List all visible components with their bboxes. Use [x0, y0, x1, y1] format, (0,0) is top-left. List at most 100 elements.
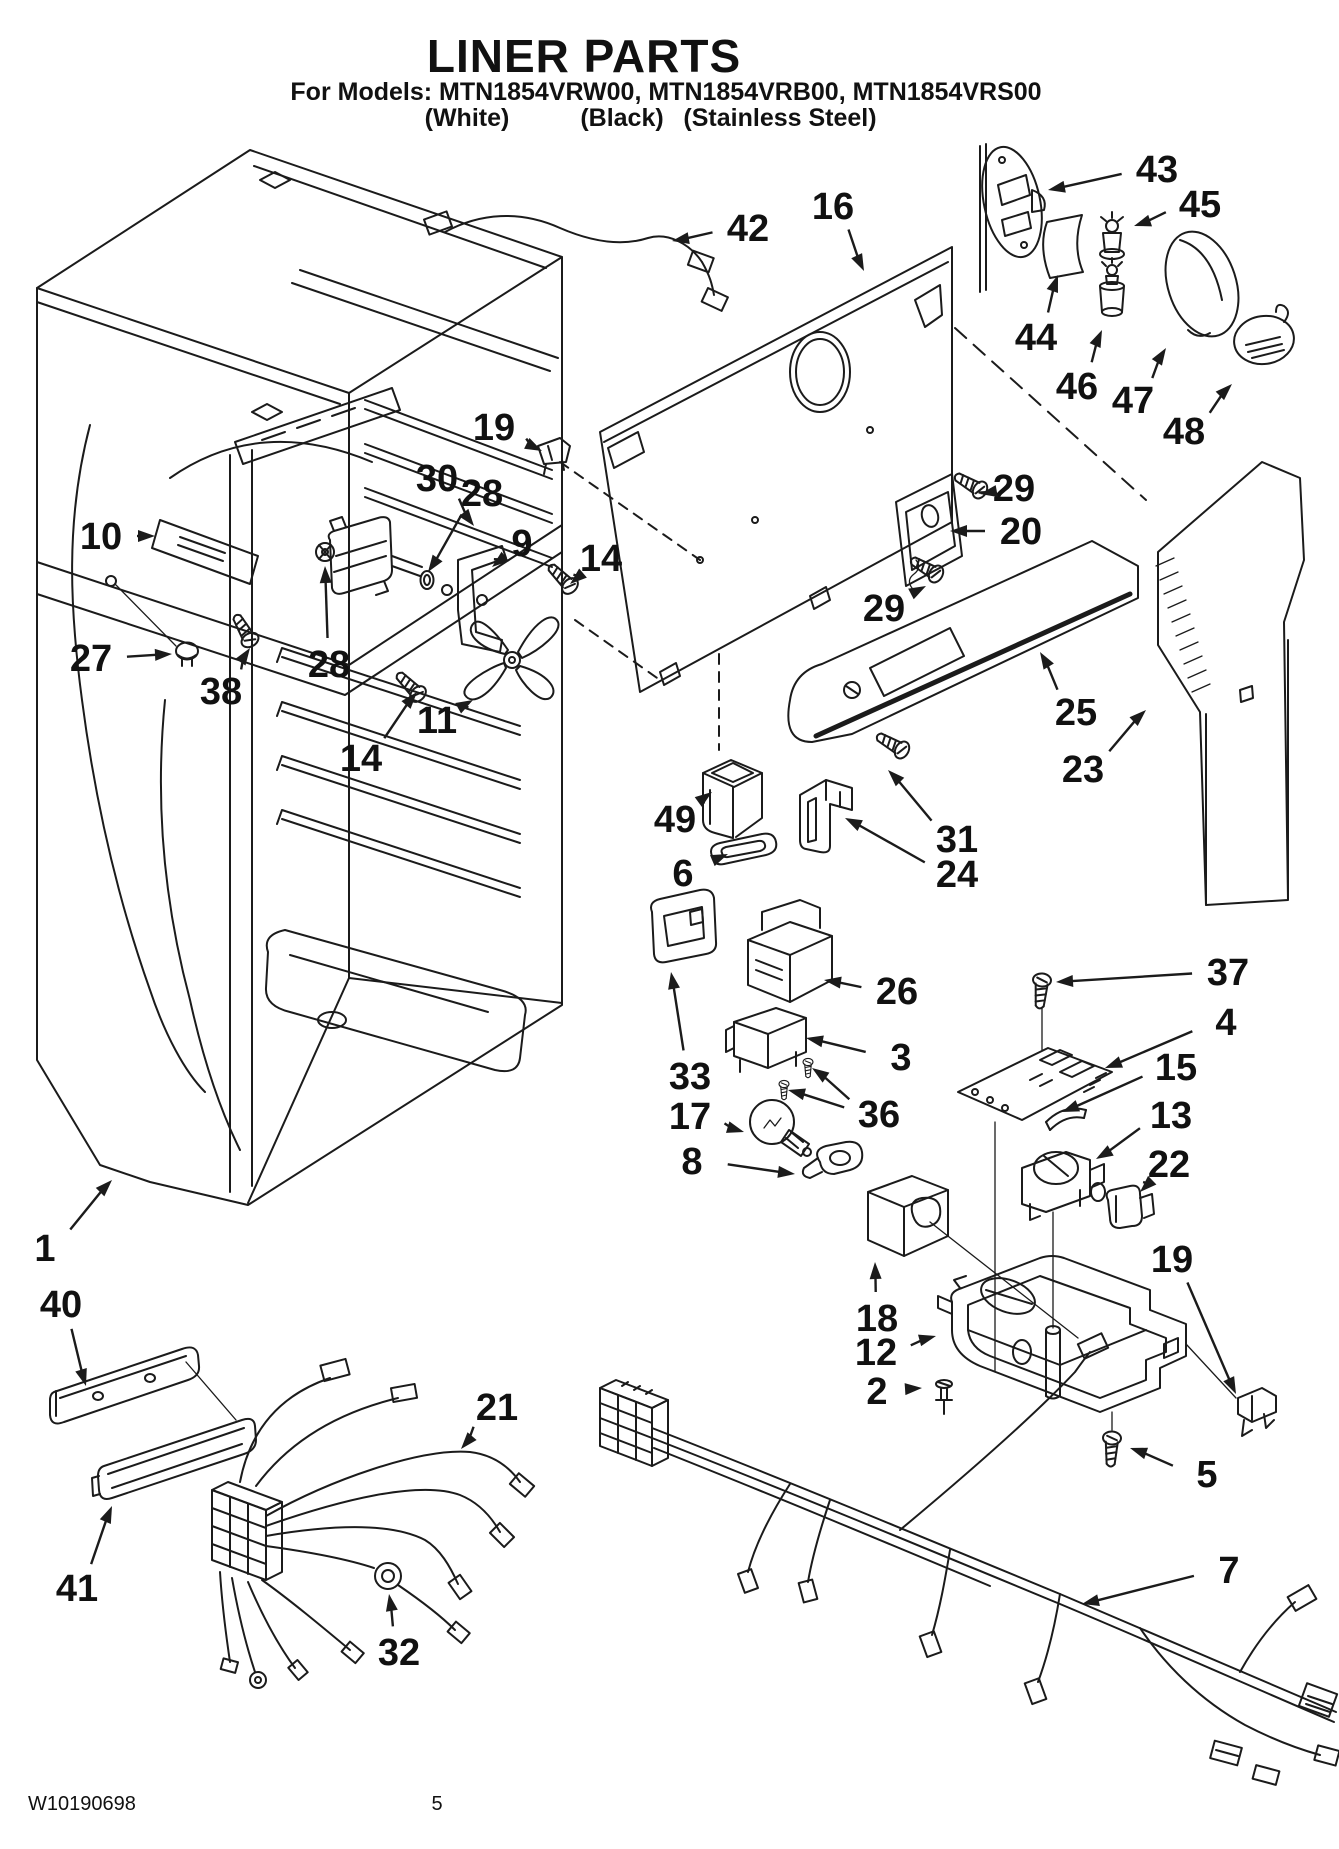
- callout-number: 9: [511, 523, 532, 565]
- callout-number: 47: [1112, 380, 1154, 422]
- callout-14: 14: [340, 692, 417, 780]
- callout-number: 19: [473, 407, 515, 449]
- callout-leader-line: [126, 653, 161, 658]
- crisper-pan: [264, 929, 527, 1073]
- ice-guide-49: [702, 759, 763, 839]
- callout-number: 46: [1056, 366, 1098, 408]
- callout-29: 29: [863, 586, 926, 630]
- callout-arrowhead-icon: [570, 568, 587, 584]
- callout-arrowhead-icon: [694, 792, 712, 807]
- plug-cap-27: [175, 641, 199, 667]
- page-title: LINER PARTS: [427, 30, 741, 82]
- callout-7: 7: [1082, 1550, 1240, 1607]
- callout-arrowhead-icon: [869, 1262, 882, 1280]
- callout-number: 7: [1218, 1550, 1239, 1592]
- callout-45: 45: [1134, 184, 1221, 227]
- callout-leader-line: [847, 229, 860, 261]
- callout-number: 36: [858, 1094, 900, 1136]
- insulation-panel-23: [1155, 461, 1305, 906]
- light-bulb-46: [1099, 257, 1125, 317]
- support-bracket-10: [151, 519, 259, 585]
- screw-37: [1029, 971, 1053, 1011]
- callout-arrowhead-icon: [851, 253, 864, 271]
- callout-arrowhead-icon: [788, 1088, 806, 1101]
- callout-11: 11: [417, 700, 473, 742]
- callout-22: 22: [1140, 1144, 1190, 1192]
- callout-arrowhead-icon: [319, 566, 332, 584]
- callout-10: 10: [80, 516, 155, 558]
- callout-number: 29: [863, 588, 905, 630]
- callout-number: 48: [1163, 411, 1205, 453]
- callout-28: 28: [428, 473, 503, 572]
- callout-arrowhead-icon: [385, 1594, 398, 1612]
- callout-number: 38: [200, 671, 242, 713]
- damper-bracket-3: [725, 1007, 807, 1073]
- callout-27: 27: [70, 638, 172, 680]
- screw-5: [1100, 1430, 1123, 1468]
- alignment-line: [185, 1361, 237, 1421]
- callout-arrowhead-icon: [672, 232, 690, 245]
- lamp-socket-45: [1099, 211, 1125, 260]
- callout-number: 49: [654, 799, 696, 841]
- callout-6: 6: [672, 853, 728, 895]
- callout-number: 40: [40, 1284, 82, 1326]
- callout-number: 4: [1215, 1002, 1236, 1044]
- callout-number: 14: [340, 738, 382, 780]
- callout-number: 14: [580, 538, 622, 580]
- callout-leader-line: [1108, 717, 1139, 753]
- callout-arrowhead-icon: [428, 554, 443, 572]
- callout-number: 26: [876, 971, 918, 1013]
- lamp-cover-18: [867, 1175, 949, 1257]
- slotted-channel: [234, 387, 401, 465]
- light-lens-cover-47: [1164, 230, 1240, 338]
- callout-number: 6: [672, 853, 693, 895]
- motor-bracket-9: [457, 545, 507, 653]
- page-number: 5: [431, 1793, 442, 1815]
- callout-36: 36: [788, 1068, 900, 1136]
- callout-arrowhead-icon: [1130, 1447, 1149, 1460]
- callout-leader-line: [1093, 1574, 1195, 1603]
- rail-clip-19: [537, 437, 571, 475]
- callout-leader-line: [1059, 172, 1122, 189]
- callout-number: 8: [681, 1141, 702, 1183]
- callout-number: 17: [669, 1096, 711, 1138]
- defrost-clip-15: [1045, 1107, 1087, 1131]
- callout-arrowhead-icon: [725, 1121, 744, 1133]
- callout-arrowhead-icon: [458, 508, 474, 526]
- callout-leader-line: [1186, 1282, 1232, 1384]
- callout-arrowhead-icon: [1129, 710, 1146, 726]
- callout-arrowhead-icon: [455, 700, 473, 714]
- callout-23: 23: [1062, 710, 1146, 791]
- callout-arrowhead-icon: [492, 551, 510, 567]
- callout-arrowhead-icon: [1096, 1145, 1114, 1159]
- callout-arrowhead-icon: [710, 854, 728, 867]
- callout-arrowhead-icon: [138, 530, 155, 542]
- cabinet-liner-drawing: [36, 149, 563, 1206]
- alignment-dash-line: [574, 619, 661, 681]
- screw-36: [778, 1079, 790, 1101]
- callout-12: 12: [855, 1332, 936, 1374]
- callout-arrowhead-icon: [668, 972, 680, 990]
- callout-number: 5: [1196, 1454, 1217, 1496]
- callout-arrowhead-icon: [75, 1367, 87, 1386]
- callout-number: 10: [80, 516, 122, 558]
- alignment-line: [994, 1121, 1054, 1373]
- callout-leader-line: [855, 822, 926, 864]
- callout-29: 29: [978, 468, 1035, 510]
- callout-leader-line: [324, 577, 329, 639]
- lamp-bezel-33: [650, 888, 718, 964]
- callout-arrowhead-icon: [904, 1383, 922, 1396]
- callout-leader-line: [1067, 972, 1193, 983]
- callout-41: 41: [56, 1506, 112, 1610]
- callout-leader-line: [383, 700, 411, 739]
- callout-42: 42: [672, 208, 769, 250]
- callout-leader-line: [70, 1328, 84, 1375]
- callout-number: 33: [669, 1056, 711, 1098]
- callout-number: 41: [56, 1568, 98, 1610]
- callout-number: 12: [855, 1332, 897, 1374]
- callout-number: 31: [936, 819, 978, 861]
- callout-layer: 1234567891011121314141516171819192021222…: [34, 149, 1249, 1674]
- callout-3: 3: [806, 1035, 912, 1079]
- callout-43: 43: [1048, 149, 1178, 193]
- callout-number: 25: [1055, 692, 1097, 734]
